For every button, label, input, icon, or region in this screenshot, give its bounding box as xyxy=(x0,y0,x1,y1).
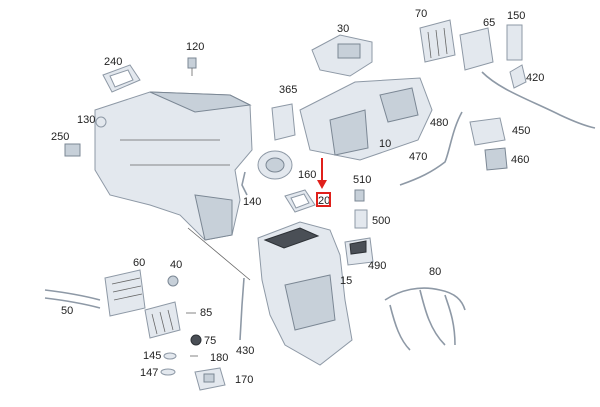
sensor-140 xyxy=(241,171,248,196)
wiring-harness-80 xyxy=(384,287,466,351)
label-365: 365 xyxy=(279,84,298,96)
label-470: 470 xyxy=(409,151,428,163)
label-170: 170 xyxy=(235,374,254,386)
label-50: 50 xyxy=(61,305,74,317)
wiring-480 xyxy=(399,111,463,186)
label-30: 30 xyxy=(337,23,350,35)
rod-430 xyxy=(239,277,245,341)
label-85: 85 xyxy=(200,307,213,319)
label-240: 240 xyxy=(104,56,123,68)
label-150: 150 xyxy=(507,10,526,22)
air-duct-30 xyxy=(311,34,373,77)
wiring-420 xyxy=(481,71,596,129)
filter-70 xyxy=(419,19,456,63)
connector-510 xyxy=(354,189,365,202)
housing-lower-15 xyxy=(257,221,353,366)
label-180: 180 xyxy=(210,352,229,364)
label-430: 430 xyxy=(236,345,255,357)
label-80: 80 xyxy=(429,266,442,278)
highlight-arrow xyxy=(317,158,327,189)
washer-145 xyxy=(163,352,177,360)
module-150 xyxy=(506,24,523,61)
flap-365 xyxy=(271,103,296,141)
actuator-250 xyxy=(64,143,81,157)
label-140: 140 xyxy=(243,196,262,208)
label-60: 60 xyxy=(133,257,146,269)
label-460: 460 xyxy=(511,154,530,166)
label-147: 147 xyxy=(140,367,159,379)
gasket-frame-240 xyxy=(102,64,141,93)
label-10: 10 xyxy=(379,138,392,150)
grommet-75 xyxy=(190,334,202,346)
label-15: 15 xyxy=(340,275,353,287)
part-40 xyxy=(167,275,179,287)
label-450: 450 xyxy=(512,125,531,137)
label-420: 420 xyxy=(526,72,545,84)
label-500: 500 xyxy=(372,215,391,227)
washer-147 xyxy=(160,368,176,376)
label-75: 75 xyxy=(204,335,217,347)
label-65: 65 xyxy=(483,17,496,29)
label-490: 490 xyxy=(368,260,387,272)
label-145: 145 xyxy=(143,350,162,362)
hvac-housing-left xyxy=(94,91,253,241)
filter-mesh xyxy=(144,301,181,339)
evaporator-65 xyxy=(459,27,494,71)
clip-130 xyxy=(95,116,107,128)
bracket-500 xyxy=(354,209,368,229)
label-20: 20 xyxy=(318,195,331,207)
label-40: 40 xyxy=(170,259,183,271)
label-160: 160 xyxy=(298,169,317,181)
module-460 xyxy=(484,147,508,171)
label-130: 130 xyxy=(77,114,96,126)
label-480: 480 xyxy=(430,117,449,129)
label-250: 250 xyxy=(51,131,70,143)
bracket-420 xyxy=(509,64,527,89)
gasket-20 xyxy=(284,189,316,213)
label-510: 510 xyxy=(353,174,372,186)
housing-upper-10 xyxy=(299,77,433,161)
box-490 xyxy=(344,237,374,266)
actuator-170 xyxy=(194,367,226,391)
label-70: 70 xyxy=(415,8,428,20)
pipes-50 xyxy=(44,289,101,301)
heater-core-60 xyxy=(104,269,146,317)
sensor-120 xyxy=(187,57,197,76)
highlight-box-20 xyxy=(316,192,331,207)
control-unit-450 xyxy=(469,117,506,146)
blower-motor-160 xyxy=(257,150,293,180)
label-120: 120 xyxy=(186,41,205,53)
